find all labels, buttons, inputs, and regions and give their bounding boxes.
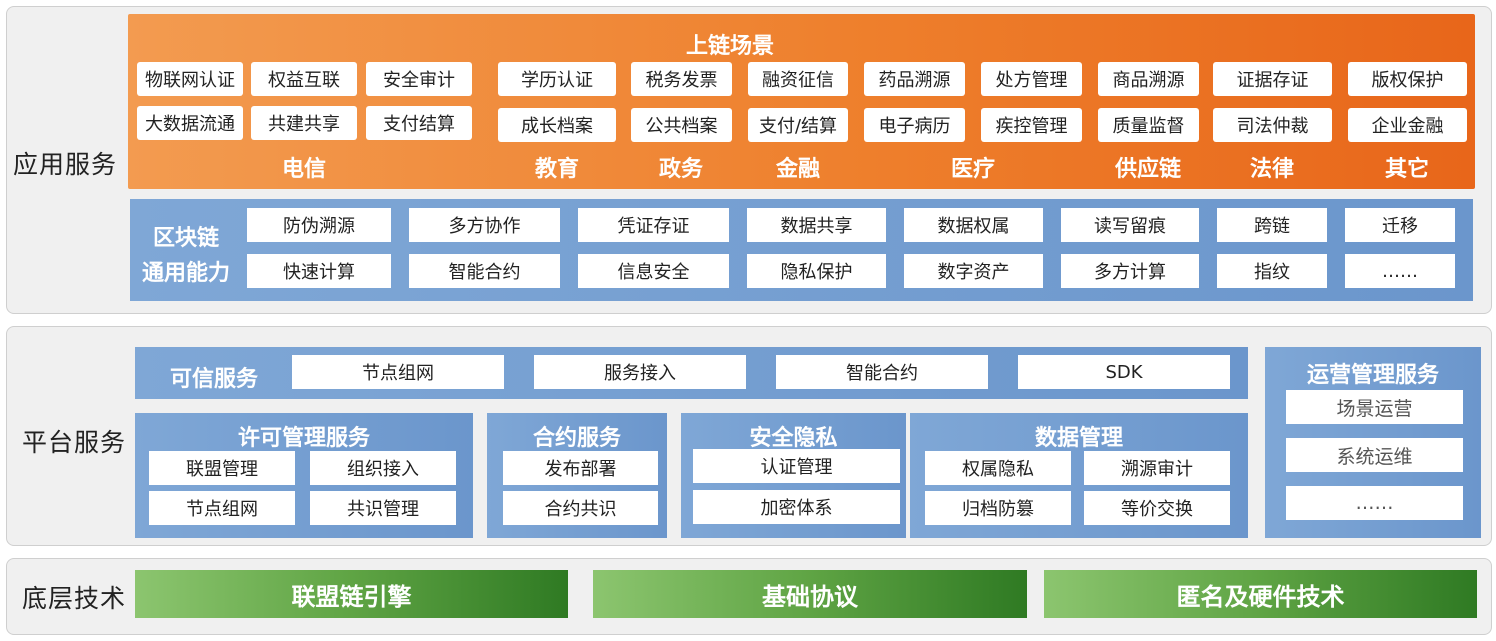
license-service-item: 组织接入 (310, 451, 456, 485)
operations-item: 场景运营 (1286, 390, 1463, 424)
operations-title: 运营管理服务 (1306, 363, 1439, 388)
operations-item: …… (1286, 486, 1463, 520)
scenario-panel (128, 14, 1475, 189)
scenario-item: 物联网认证 (137, 62, 243, 96)
capability-item: …… (1345, 254, 1455, 288)
application-layer-label: 应用服务 (13, 150, 118, 179)
scenario-item: 公共档案 (631, 108, 732, 142)
operations-item: 系统运维 (1286, 438, 1463, 472)
license-service-item: 联盟管理 (149, 451, 295, 485)
license-service-title: 许可管理服务 (237, 426, 370, 451)
base-layer-label: 底层技术 (22, 584, 127, 613)
scenario-item: 电子病历 (864, 108, 965, 142)
capability-item: 数据权属 (904, 208, 1043, 242)
capability-item: 数据共享 (747, 208, 886, 242)
scenario-group-label: 其它 (1384, 157, 1429, 182)
capability-item: 防伪溯源 (247, 208, 391, 242)
capability-item: 读写留痕 (1061, 208, 1199, 242)
scenario-item: 税务发票 (631, 62, 732, 96)
scenario-item: 安全审计 (366, 62, 472, 96)
scenario-group-label: 法律 (1249, 157, 1294, 182)
scenario-item: 商品溯源 (1098, 62, 1199, 96)
contract-service-item: 合约共识 (503, 491, 658, 525)
security-privacy-item: 认证管理 (693, 449, 900, 483)
security-privacy-title: 安全隐私 (749, 426, 838, 451)
capability-item: 智能合约 (409, 254, 560, 288)
capability-title-line1: 区块链 (152, 226, 219, 251)
capability-item: 快速计算 (247, 254, 391, 288)
capability-item: 指纹 (1217, 254, 1327, 288)
trusted-service-item: 智能合约 (776, 355, 988, 389)
scenario-item: 权益互联 (251, 62, 357, 96)
trusted-service-title: 可信服务 (169, 367, 258, 392)
scenario-item: 成长档案 (498, 108, 616, 142)
contract-service-title: 合约服务 (532, 426, 621, 451)
license-service-item: 共识管理 (310, 491, 456, 525)
capability-item: 隐私保护 (747, 254, 886, 288)
scenario-group-label: 电信 (281, 157, 326, 182)
trusted-service-item: 节点组网 (292, 355, 504, 389)
scenario-item: 融资征信 (748, 62, 848, 96)
scenario-item: 证据存证 (1213, 62, 1332, 96)
capability-item: 数字资产 (904, 254, 1043, 288)
scenario-item: 企业金融 (1348, 108, 1467, 142)
scenario-item: 质量监督 (1098, 108, 1199, 142)
data-management-item: 等价交换 (1084, 491, 1230, 525)
capability-item: 信息安全 (578, 254, 729, 288)
capability-item: 凭证存证 (578, 208, 729, 242)
capability-item: 多方协作 (409, 208, 560, 242)
scenario-item: 大数据流通 (137, 106, 243, 140)
capability-item: 多方计算 (1061, 254, 1199, 288)
scenario-group-label: 金融 (775, 157, 820, 182)
platform-layer-label: 平台服务 (22, 428, 127, 457)
security-privacy-item: 加密体系 (693, 490, 900, 524)
scenario-item: 药品溯源 (864, 62, 965, 96)
data-management-item: 归档防篡 (925, 491, 1071, 525)
capability-title-line2: 通用能力 (141, 261, 230, 286)
scenario-item: 学历认证 (498, 62, 616, 96)
capability-item: 迁移 (1345, 208, 1455, 242)
data-management-item: 溯源审计 (1084, 451, 1230, 485)
scenario-item: 共建共享 (251, 106, 357, 140)
base-tech-item: 联盟链引擎 (135, 570, 568, 618)
scenario-group-label: 政务 (658, 157, 703, 182)
scenario-title: 上链场景 (685, 34, 774, 59)
contract-service-item: 发布部署 (503, 451, 658, 485)
base-tech-item: 匿名及硬件技术 (1044, 570, 1477, 618)
trusted-service-item: SDK (1018, 355, 1230, 389)
base-tech-item: 基础协议 (593, 570, 1027, 618)
scenario-item: 处方管理 (981, 62, 1082, 96)
scenario-item: 支付/结算 (748, 108, 848, 142)
scenario-group-label: 教育 (534, 157, 579, 182)
scenario-group-label: 供应链 (1114, 157, 1181, 182)
data-management-title: 数据管理 (1034, 426, 1123, 451)
scenario-item: 支付结算 (366, 106, 472, 140)
license-service-item: 节点组网 (149, 491, 295, 525)
data-management-item: 权属隐私 (925, 451, 1071, 485)
scenario-item: 版权保护 (1348, 62, 1467, 96)
capability-item: 跨链 (1217, 208, 1327, 242)
scenario-group-label: 医疗 (950, 157, 995, 182)
scenario-item: 疾控管理 (981, 108, 1082, 142)
trusted-service-item: 服务接入 (534, 355, 746, 389)
scenario-item: 司法仲裁 (1213, 108, 1332, 142)
